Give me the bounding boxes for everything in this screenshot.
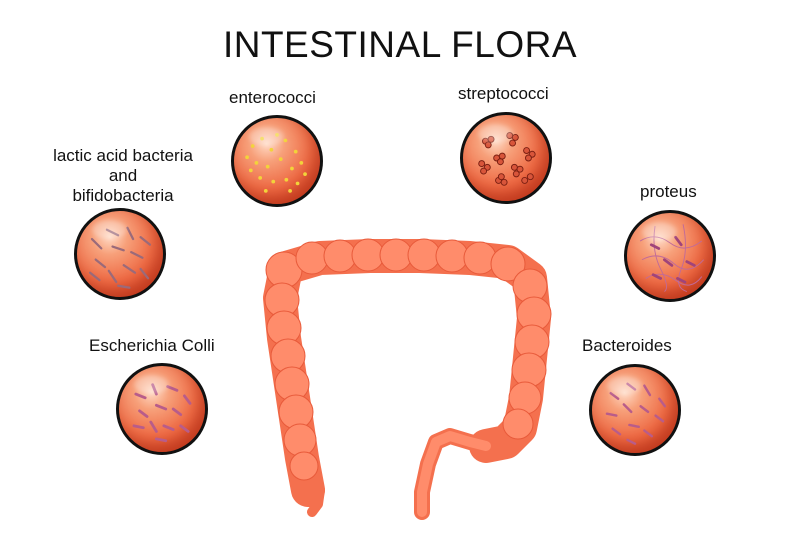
label-bacteroides: Bacteroides [582, 336, 672, 355]
label-streptococci: streptococci [458, 84, 549, 103]
label-line: bifidobacteria [72, 186, 174, 205]
label-line: lactic acid bacteria [53, 146, 193, 165]
label-escherichia-coli: Escherichia Colli [89, 336, 215, 355]
label-proteus: proteus [640, 182, 697, 201]
streptococci-dish-icon [460, 112, 552, 204]
label-line: and [108, 166, 138, 185]
label-lactic-acid-bacteria: lactic acid bacteria and bifidobacteria [38, 146, 208, 206]
bacteroides-dish-icon [589, 364, 681, 456]
diagram-title: INTESTINAL FLORA [222, 24, 578, 65]
enterococci-dish-icon [231, 115, 323, 207]
e-coli-dish-icon [116, 363, 208, 455]
large-intestine-icon [240, 228, 560, 528]
label-enterococci: enterococci [229, 88, 316, 107]
lactobacilli-dish-icon [74, 208, 166, 300]
proteus-dish-icon [624, 210, 716, 302]
